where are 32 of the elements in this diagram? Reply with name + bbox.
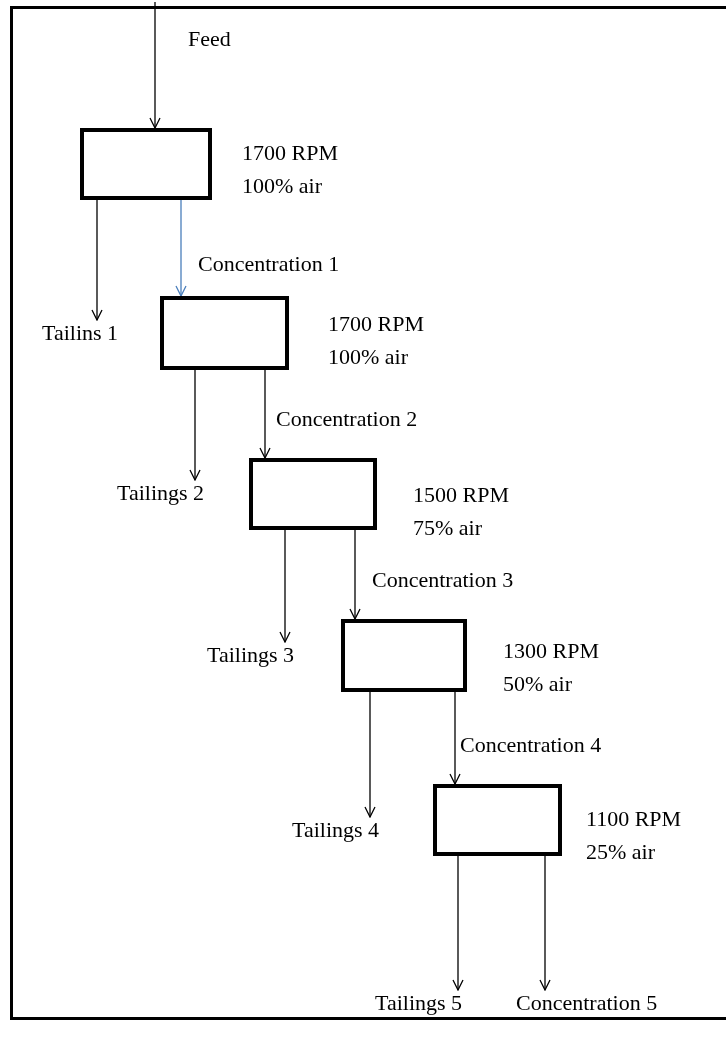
flotation-cell-box — [341, 619, 467, 692]
arrow — [349, 529, 361, 620]
flotation-cell-box — [80, 128, 212, 200]
arrow — [449, 691, 461, 785]
output-label: Tailings 3 — [207, 642, 295, 668]
arrow — [279, 529, 291, 643]
flotation-cell-box — [433, 784, 562, 856]
operating-condition-label: 50% air — [503, 671, 573, 697]
arrow — [149, 1, 161, 129]
arrow — [452, 855, 464, 991]
operating-condition-label: 1500 RPM — [413, 482, 509, 508]
output-label: Tailings 4 — [292, 817, 380, 843]
output-label: Tailings 5 — [375, 990, 463, 1016]
flotation-cell-box — [160, 296, 289, 370]
operating-condition-label: 1700 RPM — [328, 311, 424, 337]
arrow — [364, 691, 376, 818]
arrow — [91, 199, 103, 321]
operating-condition-label: 25% air — [586, 839, 656, 865]
output-label: Tailings 2 — [117, 480, 205, 506]
operating-condition-label: 1100 RPM — [586, 806, 682, 832]
output-label: Tailins 1 — [42, 320, 119, 346]
arrow — [189, 369, 201, 481]
operating-condition-label: 75% air — [413, 515, 483, 541]
arrow — [175, 199, 187, 297]
arrow — [539, 855, 551, 991]
flotation-cell-box — [249, 458, 377, 530]
arrow — [259, 369, 271, 459]
operating-condition-label: 1300 RPM — [503, 638, 599, 664]
operating-condition-label: 100% air — [242, 173, 323, 199]
output-label: Concentration 5 — [516, 990, 658, 1016]
operating-condition-label: 1700 RPM — [242, 140, 338, 166]
operating-condition-label: 100% air — [328, 344, 409, 370]
